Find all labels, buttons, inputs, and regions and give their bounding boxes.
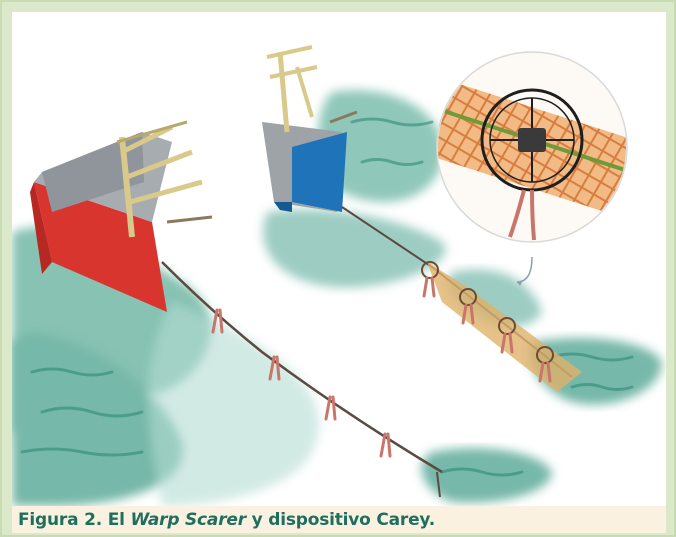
caption-bar: Figura 2. El Warp Scarer y dispositivo C… (12, 506, 666, 533)
caption-text-after: y dispositivo Carey. (246, 510, 435, 530)
caption-text-before: El (102, 510, 130, 530)
watercolor-illustration (12, 12, 666, 506)
figure-illustration (12, 12, 666, 506)
figure-caption: Figura 2. El Warp Scarer y dispositivo C… (18, 510, 435, 530)
carey-device-detail-icon (402, 52, 666, 242)
caption-label: Figura 2. (18, 510, 102, 530)
caption-italic-term: Warp Scarer (130, 510, 245, 530)
